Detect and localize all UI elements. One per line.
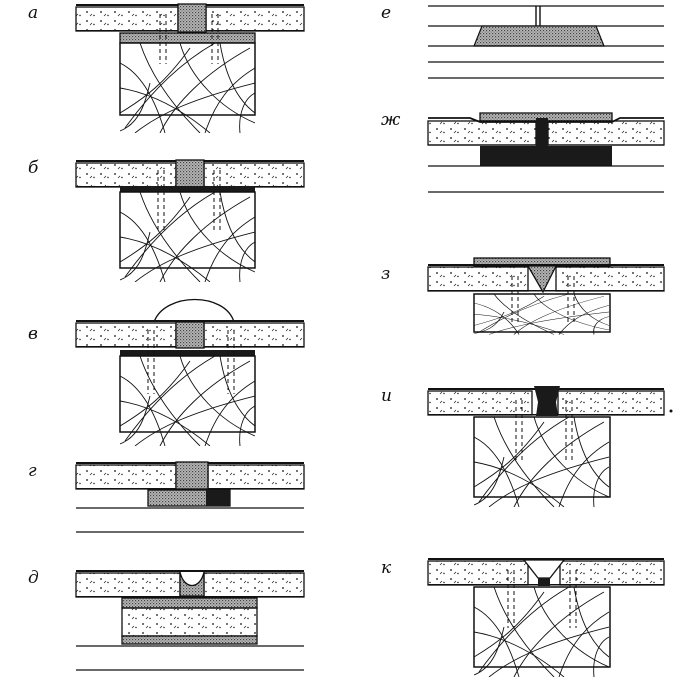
label-b: б (28, 158, 39, 178)
label-zh: ж (381, 110, 401, 130)
detail-g (75, 461, 305, 533)
detail-a (75, 3, 305, 133)
detail-k (427, 558, 665, 677)
label-i: и (381, 386, 392, 406)
label-k: к (381, 558, 392, 578)
label-d: д (28, 568, 39, 588)
detail-i (427, 386, 673, 507)
detail-b (75, 159, 305, 282)
detail-z (427, 257, 665, 336)
label-e: е (381, 3, 392, 23)
label-g: г (28, 461, 37, 481)
label-v: в (28, 324, 38, 344)
label-z: з (381, 264, 391, 284)
label-a: а (28, 3, 39, 23)
detail-v (75, 298, 305, 446)
detail-d (75, 570, 305, 671)
detail-e (428, 5, 664, 79)
detail-zh (427, 112, 665, 193)
